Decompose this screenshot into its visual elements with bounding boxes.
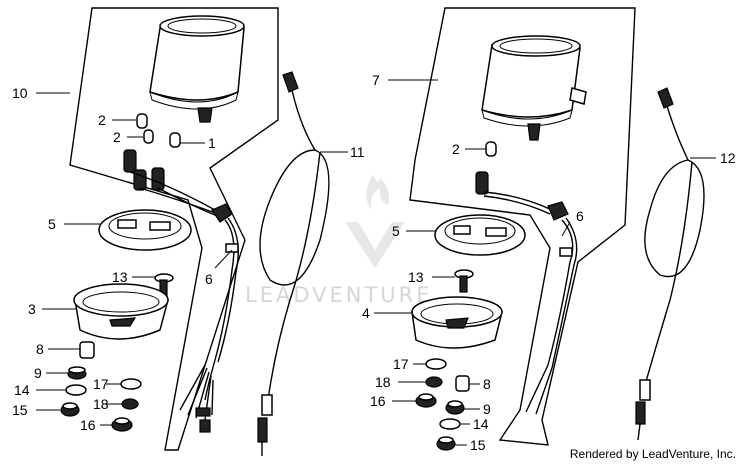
meter-housing-right: [481, 35, 587, 141]
washer-17-right: [425, 358, 447, 370]
callout-15-right: 15: [470, 437, 486, 453]
panel-5-right: [434, 214, 526, 256]
callout-13-left: 13: [112, 269, 128, 285]
nut-9-left: [67, 366, 87, 380]
callout-18-right: 18: [375, 374, 391, 390]
leaders-left: [36, 92, 348, 426]
credit-text: Rendered by LeadVenture, Inc.: [569, 447, 736, 461]
washer-18-left: [121, 398, 139, 410]
panel-5-left: [98, 209, 192, 251]
callout-16-right: 16: [370, 393, 386, 409]
leaders-right: [374, 79, 716, 446]
callout-13-right: 13: [408, 269, 424, 285]
callout-5-right: 5: [392, 223, 400, 239]
callout-2-upper: 2: [98, 112, 106, 128]
callout-2-right: 2: [452, 141, 460, 157]
leadventure-watermark-logo: [345, 175, 405, 268]
callout-7: 7: [372, 72, 380, 88]
callout-18-left: 18: [93, 396, 109, 412]
callout-10: 10: [12, 85, 28, 101]
socket-harness-left: [123, 149, 239, 433]
callout-12: 12: [720, 150, 736, 166]
nut-15-right: [436, 436, 456, 451]
case-4-right: [411, 296, 503, 349]
callout-6-right: 6: [576, 208, 584, 224]
callout-3: 3: [28, 301, 36, 317]
nut-16-right: [415, 393, 437, 408]
nut-9-right: [445, 400, 465, 415]
watermark-text: LEADVENTURE: [245, 283, 433, 307]
washer-17-left: [120, 378, 142, 390]
nut-15-left: [60, 402, 80, 417]
screw-13-right: [454, 269, 474, 293]
callout-16-left: 16: [80, 417, 96, 433]
callout-2-lower: 2: [113, 129, 121, 145]
callout-17-right: 17: [393, 356, 409, 372]
right-assembly: 7 12 2 6 5 13 4 17 8 18 16 9 14 15: [362, 7, 736, 453]
callout-17-left: 17: [93, 376, 109, 392]
collar-8-left: [79, 341, 95, 359]
socket-harness-right: [475, 171, 578, 415]
callout-15-left: 15: [12, 402, 28, 418]
meter-housing-left: [149, 15, 245, 123]
callout-8-right: 8: [483, 376, 491, 392]
callout-14-left: 14: [14, 382, 30, 398]
callout-5-left: 5: [48, 216, 56, 232]
callout-9-left: 9: [34, 365, 42, 381]
washer-14-right: [439, 418, 461, 430]
callout-14-right: 14: [473, 416, 489, 432]
collar-8-right: [455, 375, 470, 392]
callout-4: 4: [362, 305, 370, 321]
cable-12-right: [635, 87, 705, 441]
callout-9-right: 9: [483, 401, 491, 417]
bulb-group-left: [136, 113, 181, 148]
callout-1: 1: [208, 135, 216, 151]
washer-18-right: [425, 376, 443, 388]
cable-11-left: [257, 71, 330, 456]
callout-11: 11: [350, 144, 365, 160]
washer-14-left: [65, 384, 87, 396]
nut-16-left: [111, 417, 133, 432]
bulb-2-right: [485, 141, 497, 157]
left-assembly: 10 2 2 1 11 5 6 13 3 8 9 17 14 18 15 16: [12, 7, 365, 456]
case-3-left: [73, 283, 169, 340]
callout-8-left: 8: [36, 341, 44, 357]
callout-6-left: 6: [205, 271, 213, 287]
